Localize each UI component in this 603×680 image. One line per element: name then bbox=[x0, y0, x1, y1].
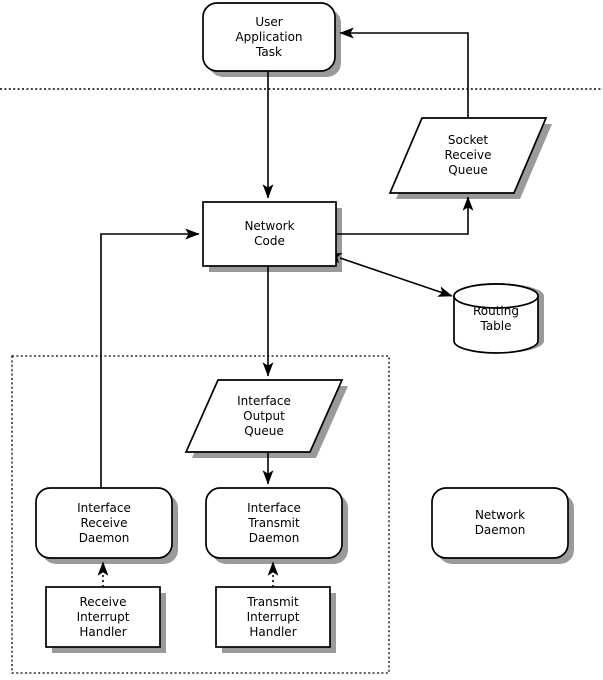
node-network-daemon-legend[interactable] bbox=[431, 487, 569, 559]
diagram-nodes bbox=[35, 2, 569, 648]
node-interface-receive-daemon[interactable] bbox=[35, 487, 173, 559]
node-interface-transmit-daemon[interactable] bbox=[205, 487, 343, 559]
node-socket-receive-queue[interactable] bbox=[388, 117, 548, 194]
node-receive-interrupt-handler[interactable] bbox=[45, 586, 161, 648]
edge-network-code-routing-table bbox=[326, 253, 453, 297]
node-user-application-task[interactable] bbox=[202, 2, 336, 72]
node-routing-table[interactable] bbox=[453, 283, 539, 354]
routing-table-top-ellipse bbox=[453, 283, 539, 309]
network-daemon-group-box bbox=[11, 355, 390, 674]
edge-receive-daemon-to-network-code bbox=[100, 228, 200, 488]
edge-socket-queue-to-user-app bbox=[339, 27, 469, 118]
diagram-boundaries bbox=[0, 88, 603, 674]
node-interface-output-queue[interactable] bbox=[184, 379, 344, 453]
node-transmit-interrupt-handler[interactable] bbox=[215, 586, 331, 648]
edge-network-code-to-socket-queue bbox=[336, 196, 474, 235]
node-network-code[interactable] bbox=[202, 201, 337, 267]
